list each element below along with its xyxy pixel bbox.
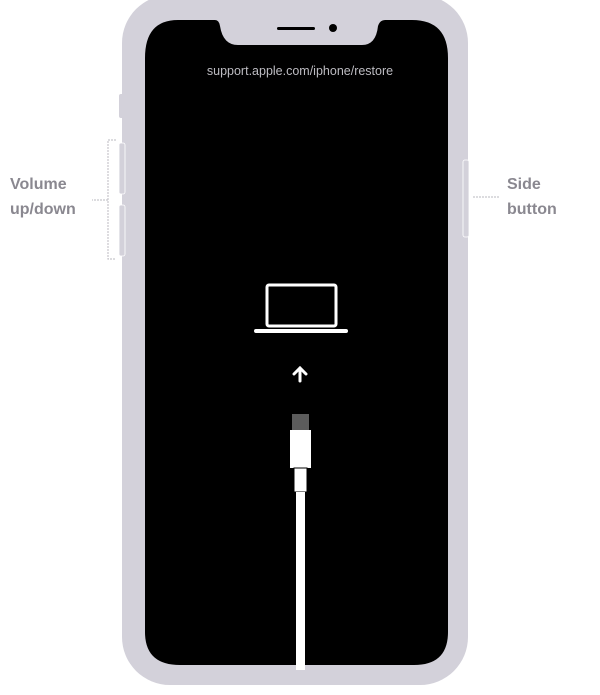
mute-switch: [119, 94, 124, 118]
volume-up-button: [118, 142, 126, 195]
volume-label-line2: up/down: [10, 201, 76, 218]
laptop-icon: [254, 283, 348, 333]
side-button-label: Side button: [507, 172, 557, 222]
lightning-cable-icon: [290, 414, 311, 670]
speaker-grille: [277, 27, 315, 30]
volume-down-button: [118, 204, 126, 257]
restore-url-text: support.apple.com/iphone/restore: [206, 64, 394, 78]
volume-label-line1: Volume: [10, 176, 67, 193]
side-button: [462, 159, 470, 238]
side-label-line1: Side: [507, 176, 541, 193]
arrow-up-icon: [292, 365, 308, 383]
volume-label: Volume up/down: [10, 172, 76, 222]
screen: [145, 20, 448, 665]
side-label-line2: button: [507, 201, 557, 218]
volume-bracket: [92, 139, 116, 260]
front-camera: [329, 24, 337, 32]
